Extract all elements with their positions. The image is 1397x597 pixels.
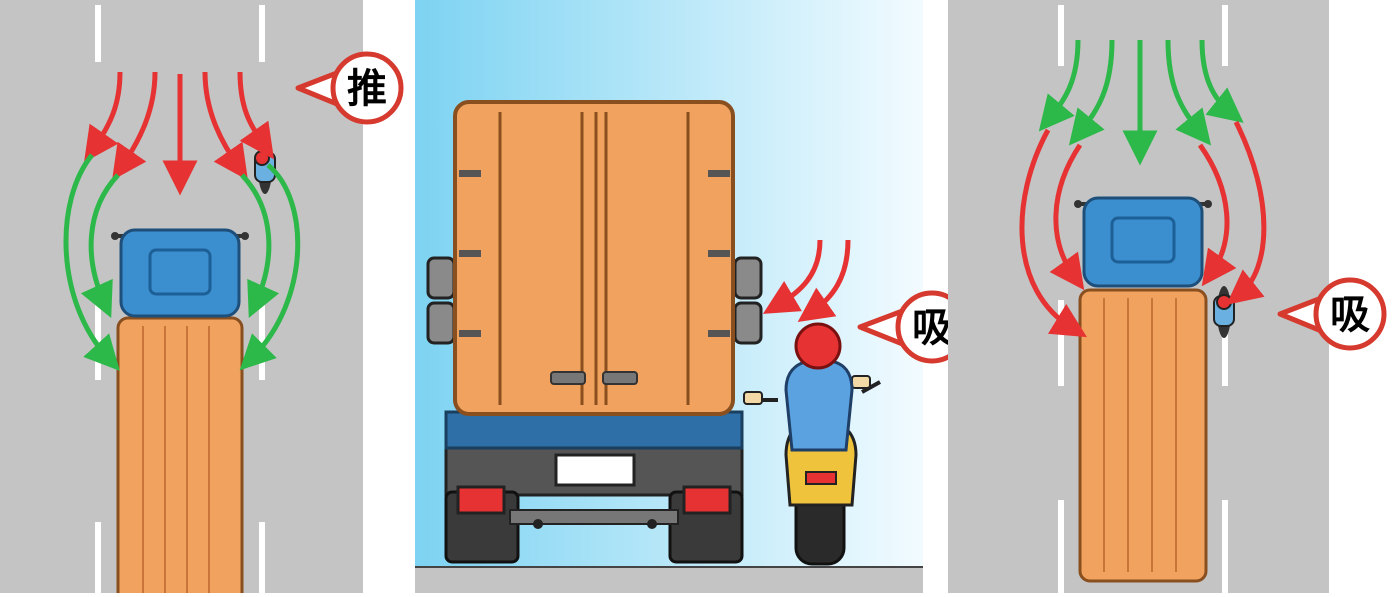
road-middle (415, 567, 923, 593)
truck-icon (111, 230, 249, 593)
suction-label-middle: 吸 (912, 305, 952, 351)
push-label: 推 (347, 66, 387, 112)
suction-label-right: 吸 (1330, 292, 1370, 338)
truck-rear-icon (428, 102, 761, 562)
panel-right: 吸 (948, 0, 1384, 593)
panel-left: 推 (0, 0, 401, 593)
panel-middle: 吸 (415, 0, 966, 593)
truck-icon-right (1074, 198, 1212, 581)
